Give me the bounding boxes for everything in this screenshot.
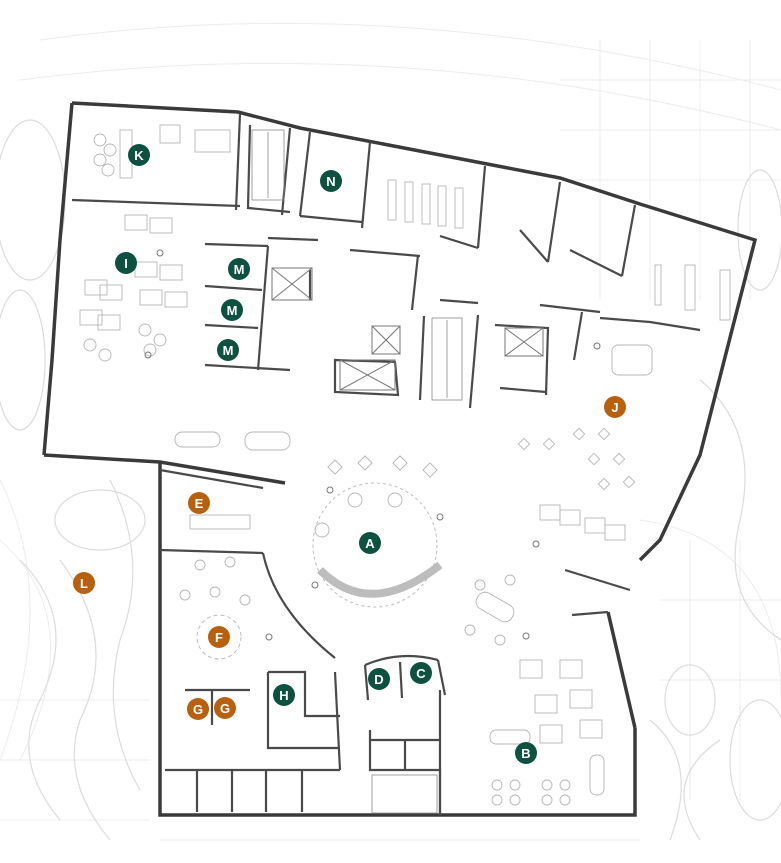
- marker-i[interactable]: I: [115, 252, 137, 274]
- marker-j[interactable]: J: [604, 396, 626, 418]
- marker-c[interactable]: C: [410, 662, 432, 684]
- marker-b[interactable]: B: [515, 742, 537, 764]
- atrium-outline: [312, 482, 438, 608]
- furniture: [79, 124, 731, 806]
- stairs: [251, 129, 463, 814]
- marker-h[interactable]: H: [273, 684, 295, 706]
- elevators: [271, 267, 544, 391]
- marker-m-2[interactable]: M: [221, 299, 243, 321]
- marker-e[interactable]: E: [188, 492, 210, 514]
- marker-m-3[interactable]: M: [217, 339, 239, 361]
- marker-l[interactable]: L: [73, 572, 95, 594]
- marker-g-2[interactable]: G: [214, 697, 236, 719]
- marker-f[interactable]: F: [208, 626, 230, 648]
- exterior-walls: [42, 101, 758, 817]
- marker-g-1[interactable]: G: [187, 698, 209, 720]
- landscape-planting: [0, 119, 781, 841]
- marker-m-1[interactable]: M: [228, 258, 250, 280]
- marker-k[interactable]: K: [128, 144, 150, 166]
- marker-a[interactable]: A: [359, 532, 381, 554]
- marker-n[interactable]: N: [320, 170, 342, 192]
- marker-d[interactable]: D: [368, 668, 390, 690]
- curved-walls: [261, 552, 447, 701]
- interior-walls: [71, 113, 701, 815]
- columns: [144, 249, 601, 641]
